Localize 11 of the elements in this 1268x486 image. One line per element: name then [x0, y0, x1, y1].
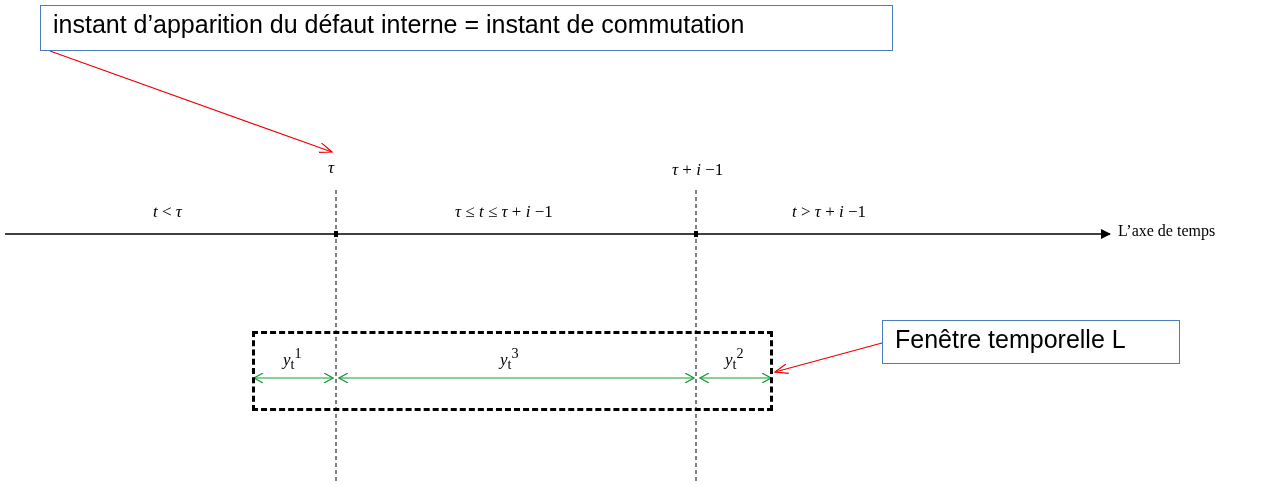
callout-box: Fenêtre temporelle L [882, 320, 1180, 364]
dashed-window-box [252, 331, 773, 411]
axis-label: L’axe de temps [1118, 222, 1216, 240]
tick-label: τ + i −1 [672, 160, 724, 180]
interval-label: t > τ + i −1 [792, 202, 867, 222]
interval-label: t < τ [153, 202, 182, 222]
leader-line [49, 50, 333, 153]
interval-label: τ ≤ t ≤ τ + i −1 [455, 202, 553, 222]
leader-line [774, 342, 883, 375]
tick-label: τ [328, 158, 344, 180]
callout-box: instant d’apparition du défaut interne = instant de commutation [40, 5, 893, 51]
